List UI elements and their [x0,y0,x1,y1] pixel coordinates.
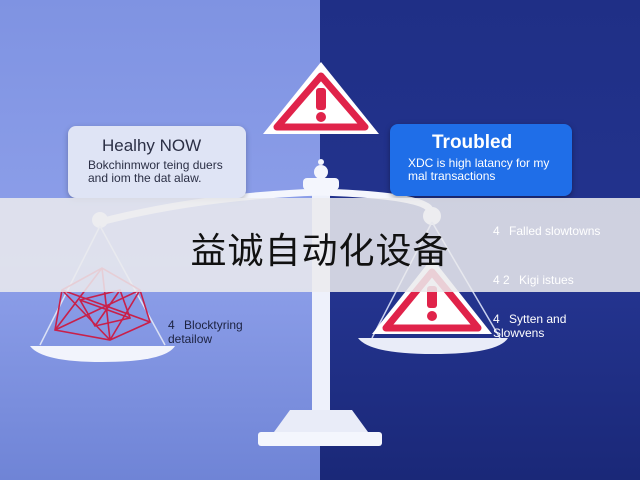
watermark-text: 益诚自动化设备 [190,230,450,271]
list-marker: 4 [493,312,500,326]
healthy-card-title: Healhy NOW [102,136,202,155]
troubled-status-card: Troubled XDC is high latancy for my mal … [390,124,572,196]
warning-triangle-icon [263,62,379,134]
list-item-text: Falled slowtowns [509,224,601,238]
troubled-list-item: 4 Sytten and Slowvens [493,312,603,340]
list-item-text: Kigi istues [519,273,574,287]
healthy-card-body: Bokchinmwor teing duers and iom the dat … [88,158,223,185]
list-marker: 4 [493,224,500,238]
warning-triangle-icon [372,258,492,334]
troubled-card-body: XDC is high latancy for my mal transacti… [408,156,550,183]
troubled-list-item: 4 2 Kigi istues [493,273,574,287]
healthy-note: 4 Blocktyring detailow [168,318,278,346]
troubled-card-title: Troubled [432,132,513,153]
list-marker: 4 2 [493,273,510,287]
list-marker: 4 [168,318,175,332]
list-item-text: Sytten and Slowvens [493,312,567,340]
healthy-status-card: Healhy NOW Bokchinmwor teing duers and i… [68,126,246,198]
healthy-note-text: Blocktyring detailow [168,318,243,346]
watermark-banner [0,198,640,292]
troubled-list-item: 4 Falled slowtowns [493,224,600,238]
